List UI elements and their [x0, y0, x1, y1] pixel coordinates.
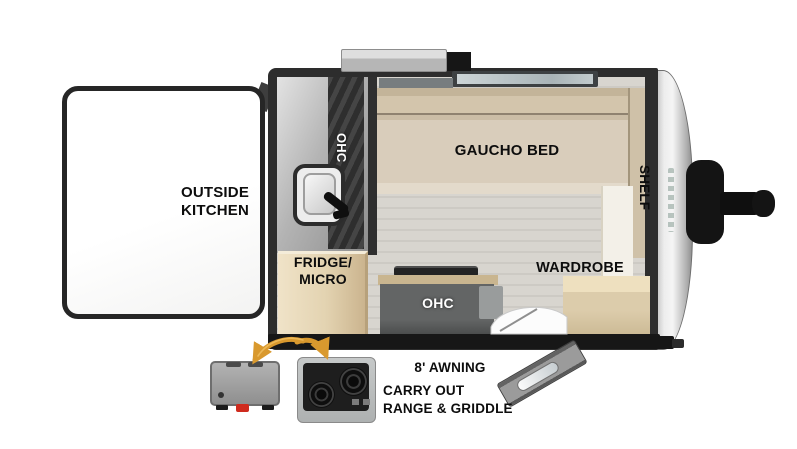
gaucho-bed: [377, 115, 630, 194]
fridge-micro-cabinet: [278, 251, 368, 335]
rear-window-glass: [457, 74, 593, 84]
power-box-port: [218, 392, 224, 398]
tongue-storage: [686, 160, 724, 244]
awning-label: 8' AWNING: [414, 360, 486, 375]
partition-wall: [368, 77, 377, 255]
portable-power-box: [210, 361, 280, 406]
power-box-foot: [262, 405, 274, 410]
interior-griddle: [394, 266, 478, 277]
power-box-valve: [236, 404, 249, 412]
overhead-cabinet-label: OHC: [422, 295, 454, 311]
hitch-arm: [720, 192, 758, 215]
hitch-coupler: [752, 190, 775, 217]
burner-icon: [308, 381, 335, 408]
entry-step: [650, 336, 674, 349]
brand-logo: [668, 168, 674, 232]
shelf-label: SHELF: [637, 165, 652, 211]
wardrobe-label: WARDROBE: [536, 260, 624, 276]
galley-ohc-label: OHC: [334, 133, 349, 163]
power-box-vent: [248, 362, 263, 367]
range-knob: [363, 399, 370, 405]
burner-icon: [339, 367, 368, 396]
range-knob: [352, 399, 359, 405]
over-bed-shelf: [377, 88, 644, 115]
wardrobe-cabinet: [563, 276, 650, 334]
carry-out-label: CARRY OUT RANGE & GRIDDLE: [383, 383, 513, 416]
overhead-cabinet: [380, 284, 494, 335]
bed-side-window: [379, 78, 453, 89]
gaucho-bed-label: GAUCHO BED: [454, 142, 560, 159]
fridge-micro-label: FRIDGE/ MICRO: [293, 254, 353, 288]
outside-kitchen-panel: [62, 86, 265, 319]
ohc-countertop: [378, 275, 498, 285]
awning-rail: [268, 334, 660, 349]
wardrobe-tall-panel: [601, 186, 633, 282]
power-box-foot: [216, 405, 228, 410]
roof-vent: [447, 52, 471, 71]
cabinet-end-panel: [479, 286, 503, 319]
entry-step-bracket: [672, 339, 684, 348]
outside-kitchen-label: OUTSIDE KITCHEN: [180, 184, 250, 220]
roof-ac-unit: [341, 49, 447, 72]
power-box-vent: [226, 362, 241, 367]
